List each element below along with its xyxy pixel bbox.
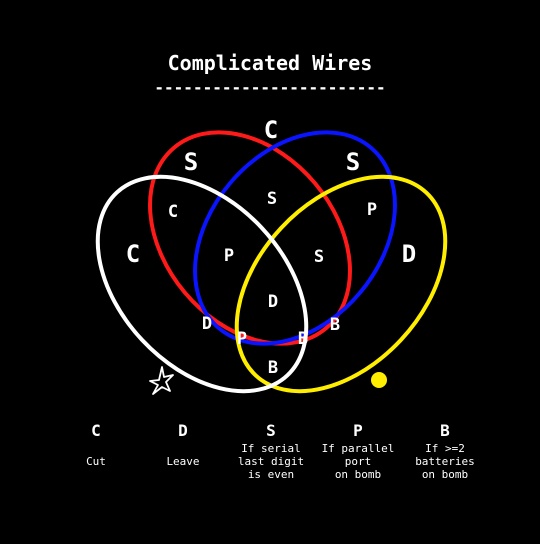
region-label: P xyxy=(367,200,377,220)
legend-desc: Leave xyxy=(166,455,199,468)
legend: C Cut D Leave S If serial last digit is … xyxy=(86,421,475,481)
legend-key: D xyxy=(178,421,188,440)
region-label: S xyxy=(184,148,198,176)
white-ellipse xyxy=(95,174,309,394)
legend-item: D Leave xyxy=(166,421,199,468)
legend-key: P xyxy=(353,421,363,440)
legend-desc: If serial xyxy=(241,442,301,455)
legend-item: C Cut xyxy=(86,421,106,468)
blue-ellipse xyxy=(193,130,397,346)
region-label: D xyxy=(202,314,212,334)
region-label: C xyxy=(126,240,140,268)
region-label: B xyxy=(268,358,278,378)
yellow-ellipse xyxy=(234,174,448,394)
legend-desc: If parallel xyxy=(322,442,395,455)
region-label: S xyxy=(346,148,360,176)
region-label: D xyxy=(268,292,278,312)
legend-desc: last digit xyxy=(238,455,304,468)
legend-key: B xyxy=(440,421,450,440)
legend-key: C xyxy=(91,421,101,440)
legend-desc: Cut xyxy=(86,455,106,468)
region-label: B xyxy=(298,329,308,349)
region-label: S xyxy=(314,247,324,267)
region-label: D xyxy=(402,240,416,268)
legend-desc: port xyxy=(345,455,372,468)
page-title: Complicated Wires xyxy=(168,51,373,75)
legend-item: P If parallel port on bomb xyxy=(322,421,395,481)
legend-key: S xyxy=(266,421,276,440)
legend-item: B If >=2 batteries on bomb xyxy=(415,421,475,481)
legend-desc: on bomb xyxy=(422,468,468,481)
region-label: P xyxy=(224,246,234,266)
region-label: B xyxy=(330,315,340,335)
star-icon xyxy=(149,366,174,395)
legend-desc: is even xyxy=(248,468,294,481)
legend-desc: on bomb xyxy=(335,468,381,481)
region-label: C xyxy=(264,116,278,144)
legend-desc: If >=2 xyxy=(425,442,465,455)
region-label: C xyxy=(168,202,178,222)
red-ellipse xyxy=(148,130,352,346)
legend-desc: batteries xyxy=(415,455,475,468)
title-underline: ------------------------ xyxy=(154,78,385,97)
dot-icon xyxy=(371,372,387,388)
region-label: S xyxy=(267,189,277,209)
legend-item: S If serial last digit is even xyxy=(238,421,304,481)
region-label: P xyxy=(237,329,247,349)
